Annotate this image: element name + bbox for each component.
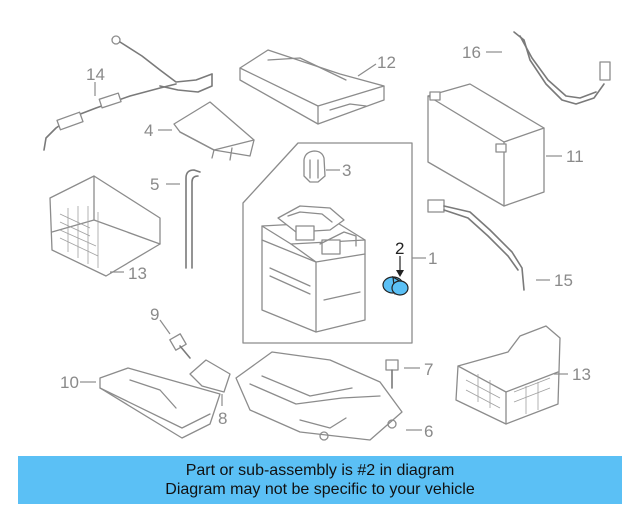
banner-line-1: Part or sub-assembly is #2 in diagram [185,462,455,479]
part-13-right-guard: 13 [455,325,591,425]
callout-12: 12 [377,53,396,72]
callout-14: 14 [86,65,105,84]
info-banner: Part or sub-assembly is #2 in diagram Di… [18,456,622,504]
callout-3: 3 [342,161,351,180]
part-13-left-guard: 13 [49,175,161,283]
part-2-plug-highlighted: 2 1 [382,239,437,296]
callout-16: 16 [462,43,481,62]
part-6-battery-tray: 6 [235,351,433,441]
part-7-bolt: 7 [385,359,433,389]
part-3-terminal-cover: 3 [303,150,351,183]
banner-line-2: Diagram may not be specific to your vehi… [165,481,475,498]
callout-9: 9 [150,305,159,324]
part-12-battery-cover: 12 [239,49,396,125]
part-11-battery: 11 [427,83,584,207]
callout-13-right: 13 [572,365,591,384]
parts-diagram: 3 2 1 12 4 14 [43,31,611,441]
callout-2: 2 [395,239,404,258]
callout-5: 5 [150,175,159,194]
part-1-battery-assembly [242,142,413,344]
callout-11: 11 [566,147,584,166]
diagram-canvas: 3 2 1 12 4 14 [43,31,611,441]
callout-7: 7 [424,360,433,379]
part-16-cable: 16 [462,31,611,105]
part-8-clamp: 8 [189,359,231,428]
callout-8: 8 [218,409,227,428]
part-4-bracket: 4 [144,101,255,161]
callout-6: 6 [424,422,433,441]
callout-15: 15 [554,271,573,290]
part-9-bolt: 9 [150,305,191,359]
callout-1: 1 [428,249,437,268]
callout-10: 10 [60,373,79,392]
callout-13-left: 13 [128,264,147,283]
part-14-cable: 14 [43,35,213,151]
callout-4: 4 [144,121,153,140]
part-5-vent-tube: 5 [150,169,201,269]
part-10-plate: 10 [60,367,221,439]
part-15-cable: 15 [427,199,573,291]
